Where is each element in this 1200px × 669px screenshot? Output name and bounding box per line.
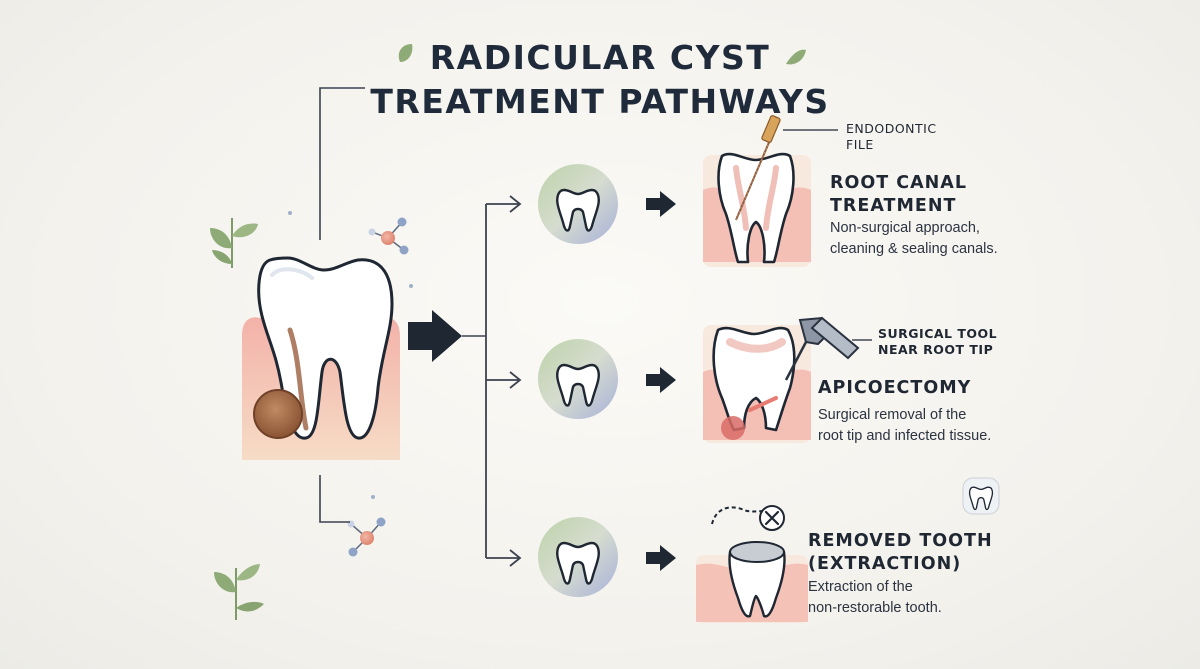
apicoectomy-illustration: [703, 325, 811, 443]
connector-line: [319, 87, 365, 240]
description-line: cleaning & sealing canals.: [830, 241, 998, 257]
title-line: TREATMENT PATHWAYS: [370, 82, 830, 121]
leaf-icon: [210, 218, 258, 268]
branch-connector: [485, 195, 522, 567]
pathway-description: Non-surgical approach, cleaning & sealin…: [830, 218, 998, 260]
arrow-right-icon: [408, 310, 462, 362]
pathway-heading: REMOVED TOOTH (EXTRACTION): [808, 530, 993, 576]
heading-line: ROOT CANAL: [830, 173, 967, 193]
leaf-icon: [398, 44, 806, 65]
tooth-icon: [538, 517, 618, 597]
description-line: root tip and infected tissue.: [818, 428, 992, 444]
dental-drill-icon: [784, 316, 872, 381]
heading-line: (EXTRACTION): [808, 554, 962, 574]
leaf-icon: [214, 564, 264, 620]
molecule-icon: [368, 217, 409, 255]
heading-line: TREATMENT: [830, 196, 957, 216]
root-canal-illustration: [703, 152, 811, 267]
extraction-illustration: [696, 506, 808, 623]
tooth-icon: [962, 477, 1000, 515]
endodontic-file-icon: [735, 115, 838, 221]
heading-line: APICOECTOMY: [818, 378, 972, 398]
description-line: Extraction of the: [808, 579, 913, 595]
connector-line: [319, 475, 350, 523]
pathway-description: Extraction of the non-restorable tooth.: [808, 577, 942, 619]
title-line: RADICULAR CYST: [429, 38, 771, 77]
tooth-icon: [538, 339, 618, 419]
callout-line: SURGICAL TOOL: [878, 326, 998, 341]
surgical-tool-label: SURGICAL TOOL NEAR ROOT TIP: [878, 326, 997, 358]
pathway-heading: APICOECTOMY: [818, 377, 971, 400]
tooth-icon: [538, 164, 618, 244]
description-line: Non-surgical approach,: [830, 220, 980, 236]
description-line: Surgical removal of the: [818, 407, 967, 423]
pathway-heading: ROOT CANAL TREATMENT: [830, 172, 967, 218]
callout-line: NEAR ROOT TIP: [878, 342, 994, 357]
description-line: non-restorable tooth.: [808, 600, 942, 616]
tooth-with-cyst-illustration: [242, 256, 400, 460]
heading-line: REMOVED TOOTH: [808, 531, 993, 551]
close-icon: [759, 505, 785, 531]
pathway-description: Surgical removal of the root tip and inf…: [818, 405, 991, 447]
callout-line: FILE: [846, 137, 874, 152]
arrow-right-icon: [646, 191, 676, 571]
page-title: RADICULAR CYST TREATMENT PATHWAYS: [330, 36, 870, 124]
molecule-icon: [347, 517, 386, 557]
callout-line: ENDODONTIC: [846, 121, 937, 136]
endodontic-file-label: ENDODONTIC FILE: [846, 121, 937, 153]
